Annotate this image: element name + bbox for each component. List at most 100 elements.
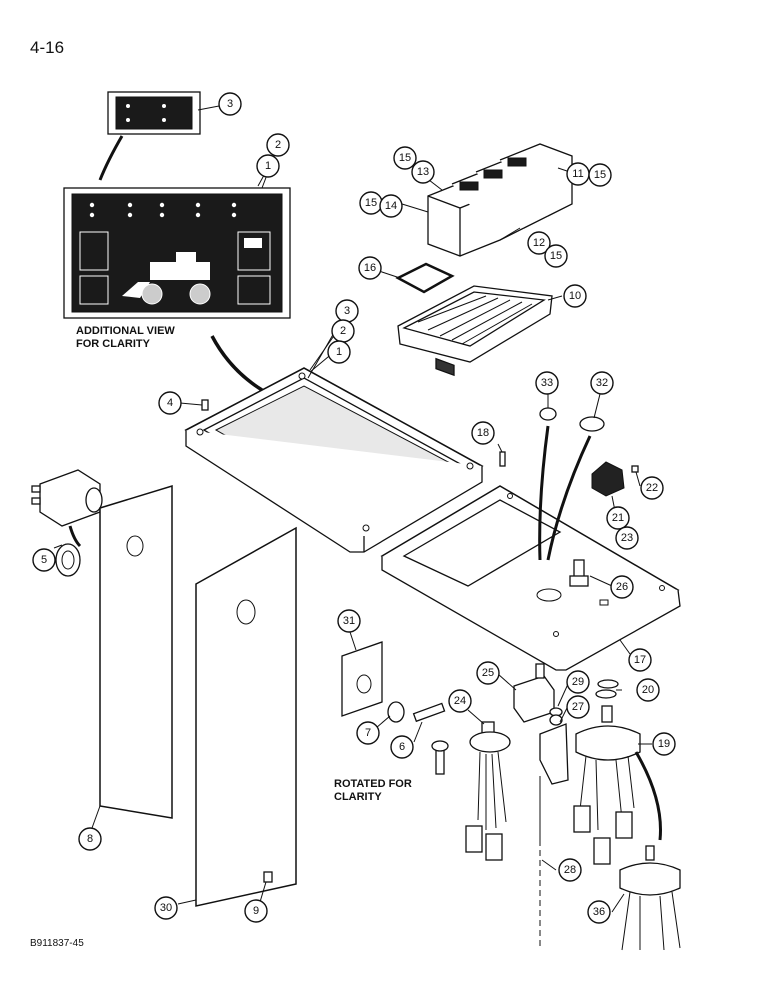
callout-15a: 15 [393, 146, 417, 170]
callout-12: 12 [527, 231, 551, 255]
callout-29: 29 [566, 670, 590, 694]
washers [595, 679, 619, 699]
side-panel-30 [195, 526, 297, 907]
callout-15d: 15 [544, 244, 568, 268]
callout-36: 36 [587, 900, 611, 924]
svg-text:32: 32 [596, 377, 608, 389]
note-additional-line2: FOR CLARITY [76, 338, 150, 350]
svg-text:28: 28 [564, 864, 576, 876]
svg-text:33: 33 [541, 377, 553, 389]
instrument-decal-panel [63, 187, 291, 319]
instrument-bezel [184, 367, 484, 553]
callout-5: 5 [32, 548, 56, 572]
callout-14: 14 [379, 194, 403, 218]
svg-text:31: 31 [343, 615, 355, 627]
callout-20: 20 [636, 678, 660, 702]
callout-22: 22 [640, 476, 664, 500]
svg-text:14: 14 [385, 200, 397, 212]
svg-text:18: 18 [477, 427, 489, 439]
lock-nut [387, 701, 405, 723]
svg-text:8: 8 [87, 833, 93, 845]
callout-16: 16 [358, 256, 382, 280]
callout-19: 19 [652, 732, 676, 756]
svg-text:1: 1 [336, 346, 342, 358]
callout-24: 24 [448, 689, 472, 713]
svg-text:2: 2 [340, 325, 346, 337]
knob [591, 461, 639, 497]
svg-text:10: 10 [569, 290, 581, 302]
callout-25: 25 [476, 661, 500, 685]
callout-4: 4 [158, 391, 182, 415]
callout-6: 6 [390, 735, 414, 759]
switch-housing [397, 285, 553, 363]
svg-text:19: 19 [658, 738, 670, 750]
svg-text:5: 5 [41, 554, 47, 566]
switch-plate [341, 641, 383, 717]
page-number: 4-16 [30, 38, 65, 57]
svg-text:3: 3 [227, 98, 233, 110]
callout-3b: 3 [335, 299, 359, 323]
callout-3a: 3 [218, 92, 242, 116]
note-rotated: ROTATED FOR CLARITY [334, 778, 412, 804]
screw-4 [201, 399, 209, 411]
key-switch [31, 469, 103, 577]
svg-text:6: 6 [399, 741, 405, 753]
svg-text:20: 20 [642, 684, 654, 696]
callout-27: 27 [566, 695, 590, 719]
svg-text:15: 15 [550, 250, 562, 262]
svg-text:15: 15 [365, 197, 377, 209]
push-button [569, 559, 589, 587]
svg-text:21: 21 [612, 512, 624, 524]
callout-31: 31 [337, 609, 361, 633]
rotary-switch-36 [619, 845, 681, 951]
svg-text:2: 2 [275, 139, 281, 151]
svg-text:13: 13 [417, 166, 429, 178]
svg-text:36: 36 [593, 906, 605, 918]
callout-21: 21 [606, 506, 630, 530]
svg-text:27: 27 [572, 701, 584, 713]
callout-11: 11 [566, 162, 590, 186]
callouts: 3 2 1 3 2 1 4 15 13 11 15 15 14 12 15 16… [32, 92, 676, 924]
svg-text:22: 22 [646, 482, 658, 494]
svg-text:11: 11 [572, 168, 583, 180]
solenoid [513, 663, 563, 723]
rocker-switches [427, 143, 573, 377]
keys [412, 702, 449, 775]
callout-28: 28 [558, 858, 582, 882]
plug-33 [539, 407, 557, 421]
plug-32 [579, 416, 605, 432]
svg-text:1: 1 [265, 160, 271, 172]
side-panel-8 [99, 484, 173, 819]
switch-cover [395, 262, 455, 294]
svg-text:23: 23 [621, 532, 633, 544]
callout-10: 10 [563, 284, 587, 308]
svg-text:26: 26 [616, 581, 628, 593]
svg-text:15: 15 [594, 169, 606, 181]
reference-code: B911837-45 [30, 938, 84, 949]
callout-15c: 15 [359, 191, 383, 215]
callout-8: 8 [78, 827, 102, 851]
note-additional-view: ADDITIONAL VIEW FOR CLARITY [76, 325, 175, 351]
svg-text:16: 16 [364, 262, 376, 274]
callout-9: 9 [244, 899, 268, 923]
svg-text:30: 30 [160, 902, 172, 914]
screw-9 [263, 871, 273, 883]
callout-7: 7 [356, 721, 380, 745]
svg-text:9: 9 [253, 905, 259, 917]
callout-2b: 2 [331, 319, 355, 343]
svg-text:15: 15 [399, 152, 411, 164]
rotary-switch-19 [573, 705, 641, 865]
callout-26: 26 [610, 575, 634, 599]
callout-2a: 2 [266, 133, 290, 157]
note-rotated-line2: CLARITY [334, 791, 382, 803]
mounting-plate [380, 485, 681, 671]
note-additional-line1: ADDITIONAL VIEW [76, 325, 175, 337]
svg-text:29: 29 [572, 676, 584, 688]
callout-1a: 1 [256, 154, 280, 178]
screw-18 [499, 451, 506, 467]
callout-15b: 15 [588, 163, 612, 187]
rotary-switch-24 [465, 721, 511, 861]
callout-32: 32 [590, 371, 614, 395]
callout-17: 17 [628, 648, 652, 672]
